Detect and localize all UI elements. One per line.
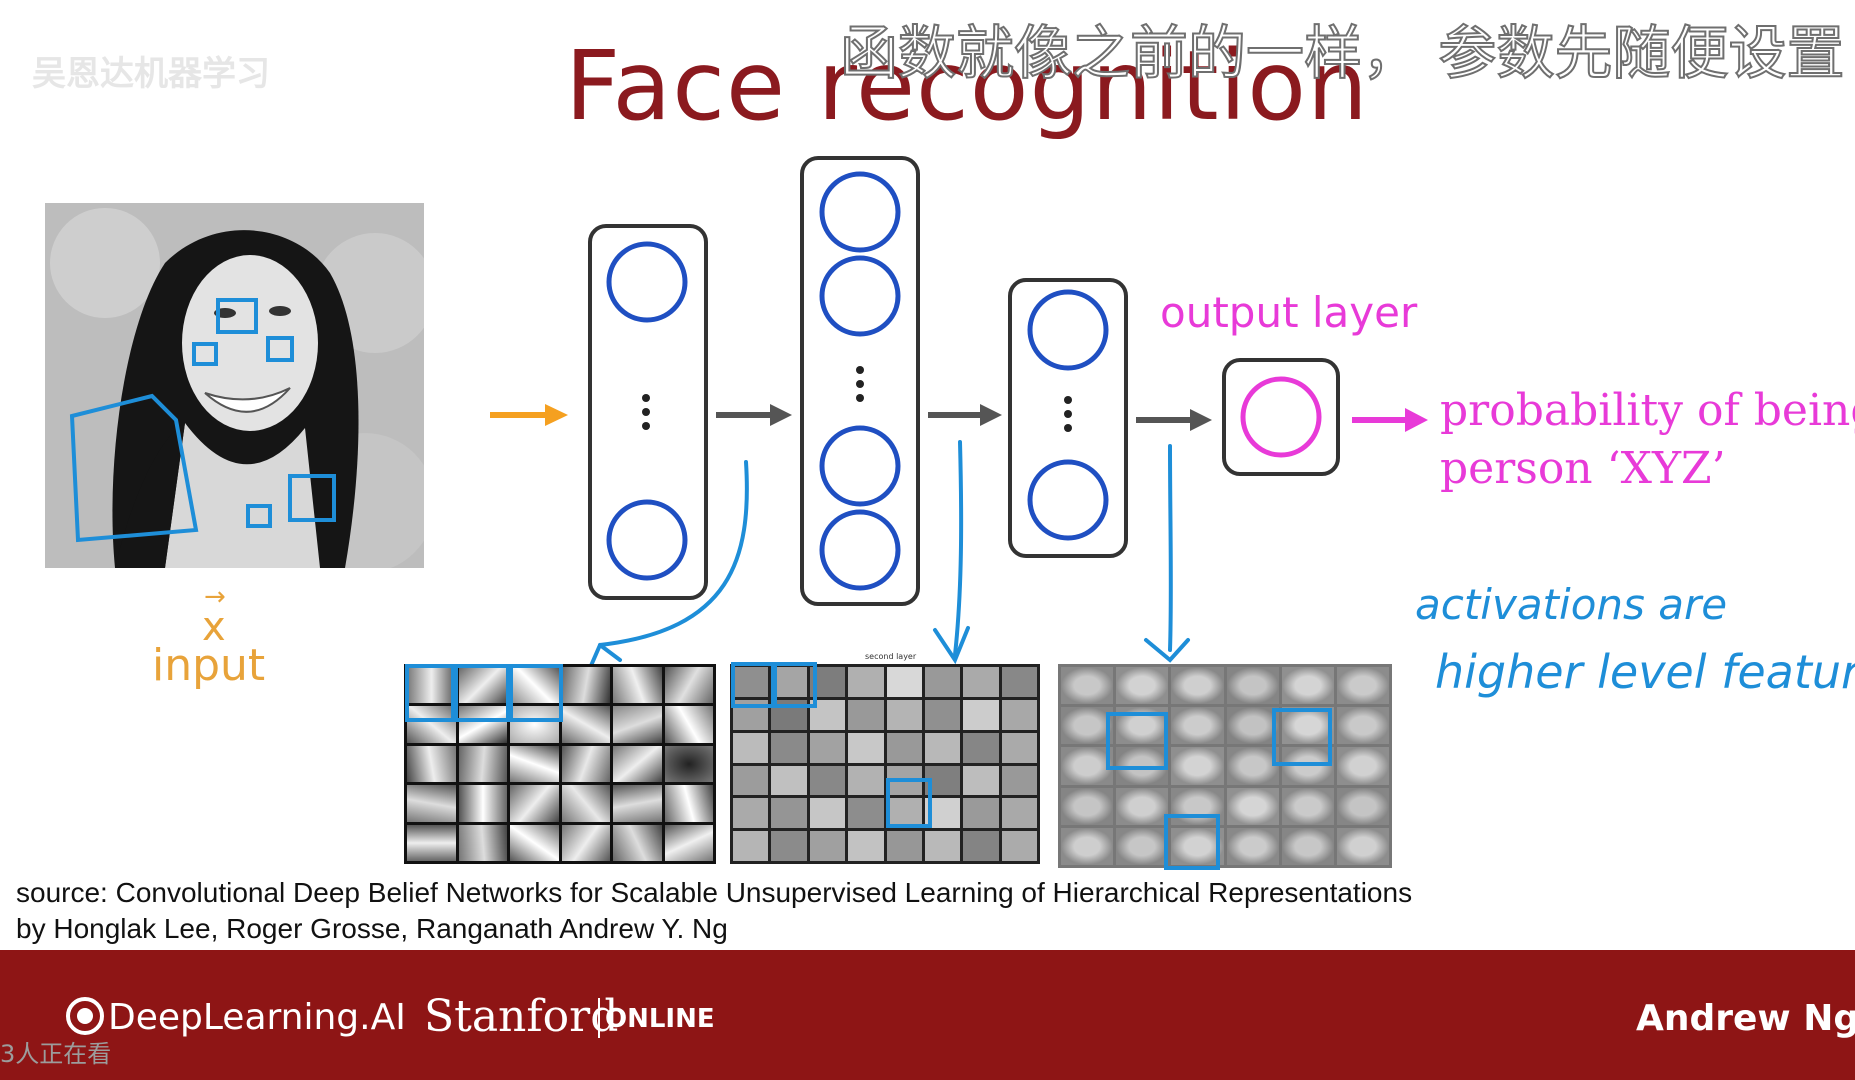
handwritten-note-line1: activations are bbox=[1415, 580, 1728, 629]
presenter-name: Andrew Ng bbox=[1636, 998, 1855, 1039]
part-features-grid bbox=[730, 664, 1040, 864]
footer-bar bbox=[0, 950, 1855, 1080]
output-description: probability of being person ‘XYZ’ bbox=[1440, 382, 1855, 498]
output-description-line2: person ‘XYZ’ bbox=[1440, 443, 1726, 494]
slide-title: Face recognition bbox=[565, 30, 1369, 142]
output-layer-label: output layer bbox=[1160, 288, 1418, 337]
brand-online: ONLINE bbox=[605, 1004, 715, 1034]
source-line2: by Honglak Lee, Roger Grosse, Ranganath … bbox=[16, 913, 728, 944]
circle-neuron-icon bbox=[606, 171, 1109, 591]
face-photo bbox=[45, 203, 424, 568]
input-symbol-text: x bbox=[202, 604, 226, 650]
output-description-line1: probability of being bbox=[1440, 385, 1855, 436]
watermark-text: 吴恩达机器学习 bbox=[32, 54, 270, 94]
part-features-caption: second layer bbox=[865, 652, 917, 661]
output-neuron bbox=[1240, 376, 1322, 458]
right-arrow-icon bbox=[490, 404, 1428, 432]
brand-stanford: Stanford bbox=[424, 991, 619, 1042]
face-features-grid bbox=[1058, 664, 1392, 868]
viewer-count: 3人正在看 bbox=[0, 1040, 112, 1068]
source-citation: source: Convolutional Deep Belief Networ… bbox=[16, 875, 1412, 947]
brand-separator bbox=[598, 998, 600, 1038]
chinese-subtitle: 函数就像之前的一样， 参数先随便设置 bbox=[839, 18, 1845, 88]
brand-deeplearning: DeepLearning.AI bbox=[108, 997, 406, 1038]
input-vector-symbol: → x bbox=[202, 582, 226, 650]
handwritten-note-line2: higher level features bbox=[1435, 645, 1855, 699]
source-line1: source: Convolutional Deep Belief Networ… bbox=[16, 877, 1413, 908]
vertical-ellipsis-icon bbox=[642, 366, 1072, 432]
input-label: input bbox=[152, 640, 266, 691]
face-photo-drawing bbox=[45, 203, 424, 568]
